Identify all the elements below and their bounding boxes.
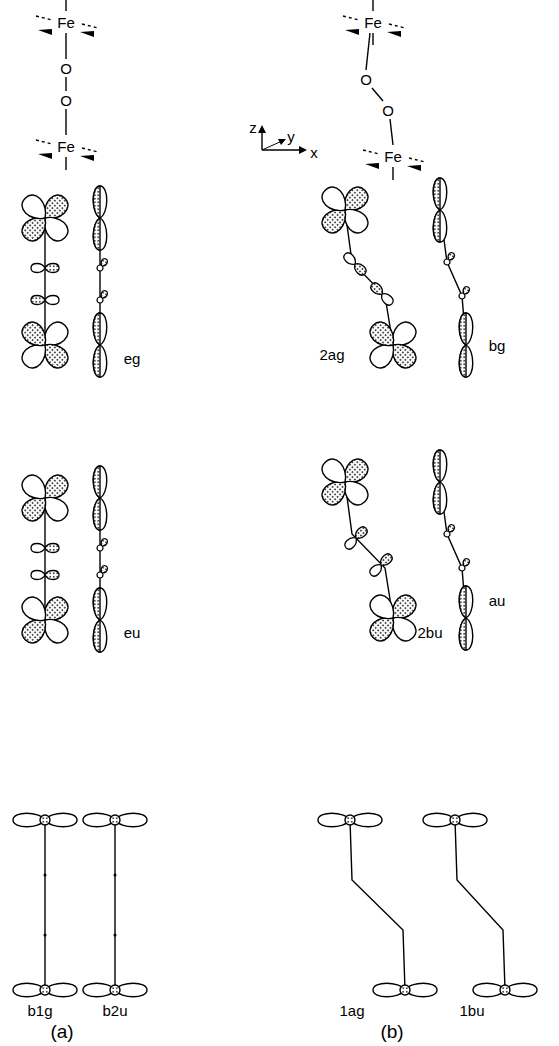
symmetry-label: 1bu [459,1003,484,1018]
panel-label: (a) [50,1022,73,1041]
symmetry-label: 1ag [339,1003,364,1018]
symmetry-label: eu [124,625,141,640]
atom-label: O [59,61,73,76]
symmetry-label: 2bu [417,625,442,640]
symmetry-label: b1g [27,1003,52,1018]
atom-label: Fe [56,15,76,30]
atom-label: O [59,93,73,108]
symmetry-label: au [489,593,506,608]
symmetry-label: b2u [102,1003,127,1018]
atom-label: Fe [383,149,403,164]
axis-label: y [286,129,296,144]
atom-label: Fe [363,15,383,30]
atom-label: O [381,103,395,118]
symmetry-label: bg [489,338,506,353]
symmetry-label: eg [124,351,141,366]
axis-label: z [248,120,258,135]
atom-label: O [359,72,373,87]
panel-label: (b) [380,1022,403,1041]
axis-label: x [309,145,319,160]
atom-label: Fe [56,139,76,154]
symmetry-label: 2ag [319,347,344,362]
